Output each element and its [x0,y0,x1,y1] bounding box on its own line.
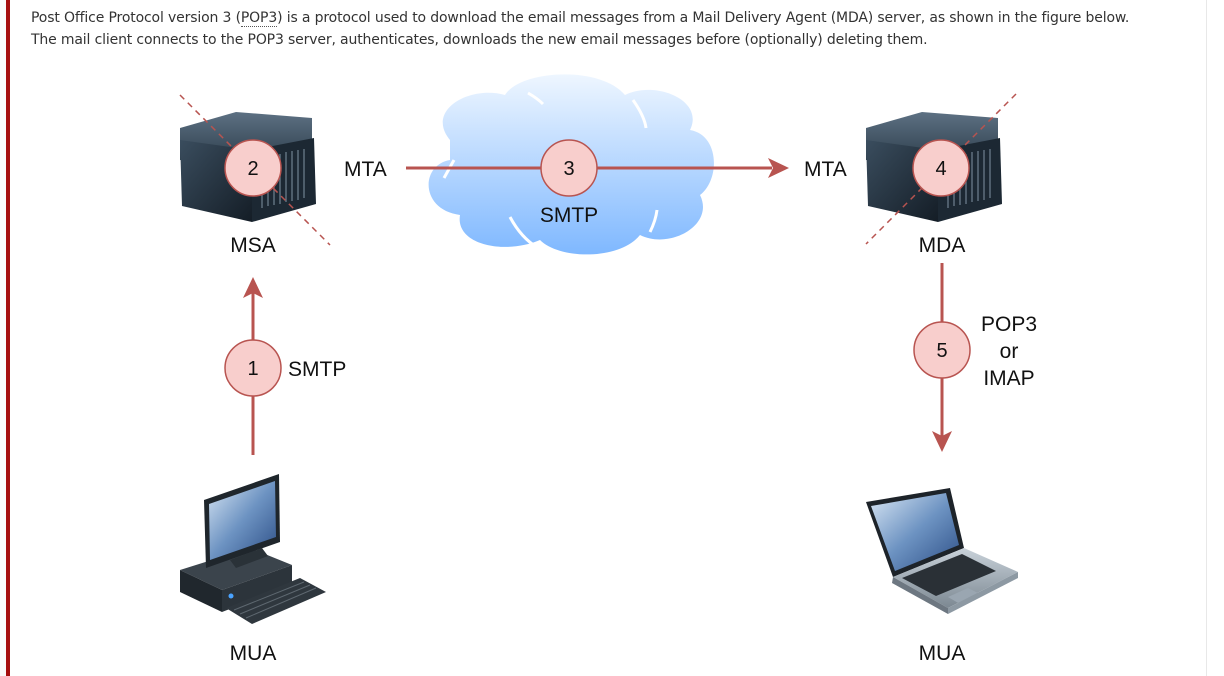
pop3-abbreviation[interactable]: POP3 [240,10,278,27]
mda-label: MDA [919,234,966,257]
intro-line-1-end: ) is a protocol used to download the ema… [277,10,1130,26]
step-3-protocol-label: SMTP [540,204,598,227]
desktop-computer-icon [180,474,326,624]
msa-label: MSA [230,234,276,257]
mda-dashed-cross [865,93,1017,245]
step-3-number: 3 [563,158,574,180]
step-1-number: 1 [247,358,258,380]
sender-mua-label: MUA [230,642,277,665]
step-2-number: 2 [247,158,258,180]
cloud-gap [508,216,539,250]
step-5-number: 5 [936,340,947,362]
step-4-number: 4 [935,158,946,180]
step-3-marker: 3 [540,139,598,197]
step-1-marker: 1 [224,339,282,397]
accent-bar [6,0,10,676]
step-5-protocol-line-1: POP3 [981,313,1037,336]
intro-text: Post Office Protocol version 3 (POP3) is… [31,7,1201,51]
intro-line-1-start: Post Office Protocol version 3 ( [31,10,241,26]
mda-mta-label: MTA [804,158,847,181]
receiver-mua-label: MUA [919,642,966,665]
content-edge [1206,0,1207,676]
intro-line-1: Post Office Protocol version 3 (POP3) is… [31,7,1201,29]
msa-dashed-cross [179,94,331,246]
step-5-marker: 5 [913,321,971,379]
page-gutter [0,0,6,676]
step-2-marker: 2 [224,139,282,197]
cloud-gap [631,99,648,129]
step-5-protocol-line-3: IMAP [983,367,1034,390]
intro-line-2: The mail client connects to the POP3 ser… [31,32,928,48]
cloud-gap [527,91,545,106]
laptop-computer-icon [866,488,1018,614]
msa-mta-label: MTA [344,158,387,181]
cloud-gap [648,209,659,233]
step-1-protocol-label: SMTP [288,358,346,381]
step-4-marker: 4 [912,139,970,197]
step-5-protocol-line-2: or [1000,340,1019,363]
